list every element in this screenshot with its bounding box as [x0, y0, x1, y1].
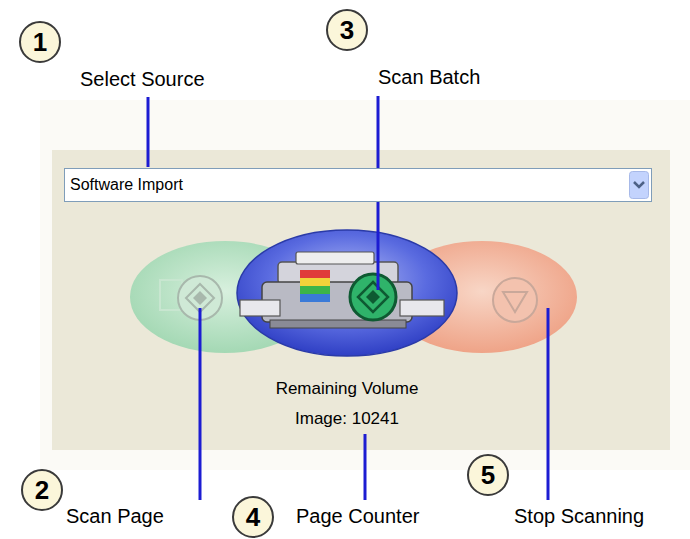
- leader-line: [547, 308, 550, 500]
- panel-ground: [52, 150, 670, 450]
- leader-line: [147, 97, 150, 167]
- part-name: Page Counter: [296, 505, 419, 528]
- callout-number: 3: [340, 17, 354, 43]
- scan-batch-icon: [350, 274, 396, 320]
- callout-number: 1: [18, 20, 62, 64]
- callout-number: 4: [231, 495, 275, 539]
- window-ground: [40, 100, 690, 470]
- leader-line: [364, 434, 367, 500]
- part-name: Stop Scanning: [514, 505, 644, 528]
- dropdown-arrow: [629, 171, 649, 199]
- part-name: Select Source: [80, 68, 205, 91]
- callout-number: 4: [246, 504, 260, 530]
- source-dropdown: Software Import: [64, 168, 652, 202]
- callout-number: 1: [33, 29, 47, 55]
- callout-number: 2: [20, 468, 64, 512]
- callout-number: 2: [35, 477, 49, 503]
- scanner-panel: Remaining Volume Image: 10241 Software Im…: [52, 150, 670, 450]
- leader-line: [199, 308, 202, 500]
- part-name: Scan Batch: [378, 66, 480, 89]
- page-counter-text: Remaining Volume Image: 10241: [257, 374, 437, 434]
- leader-lines: [148, 96, 548, 500]
- callout-number: 3: [325, 8, 369, 52]
- dropdown-value: Software Import: [70, 169, 183, 201]
- scan-batch-button: [237, 230, 457, 356]
- part-name: Scan Page: [66, 505, 164, 528]
- callout-number: 5: [466, 453, 510, 497]
- stop-icon: [493, 278, 537, 322]
- scanner-icon: [240, 252, 444, 328]
- callout-number: 5: [481, 462, 495, 488]
